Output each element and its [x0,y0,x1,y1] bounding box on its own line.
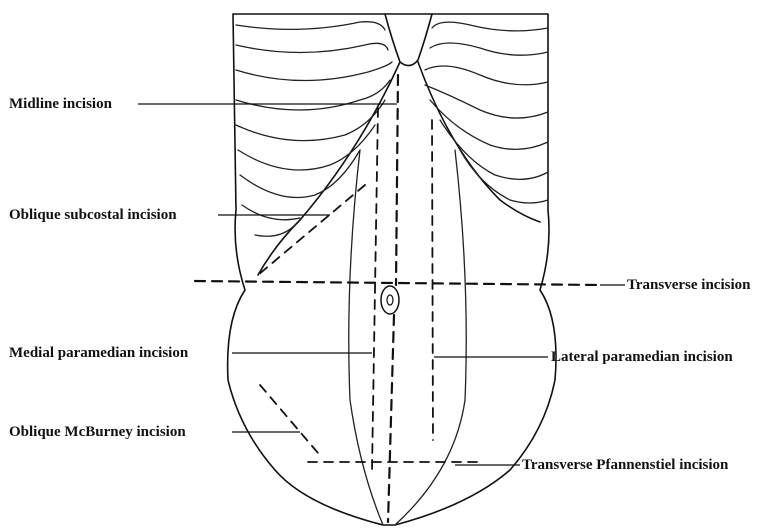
left-rectus-border [349,150,383,525]
label-pfannenstiel-incision: Transverse Pfannenstiel incision [522,458,728,473]
label-oblique-mcburney-incision: Oblique McBurney incision [9,425,186,440]
label-oblique-subcostal-incision: Oblique subcostal incision [9,208,177,223]
right-ribs [425,22,548,203]
label-medial-paramedian-incision: Medial paramedian incision [9,346,188,361]
medial-paramedian-incision-path [372,108,378,470]
umbilicus [381,286,399,314]
torso-outline [228,14,556,525]
lateral-paramedian-incision-path [432,120,433,440]
oblique-mcburney-incision-path [260,385,318,453]
oblique-subcostal-incision-path [258,185,365,275]
label-transverse-incision: Transverse incision [627,278,750,293]
right-costal-margin [418,62,540,222]
transverse-incision-path [195,281,600,285]
right-rectus-border [395,150,466,525]
left-costal-margin [258,62,400,275]
label-lateral-paramedian-incision: Lateral paramedian incision [551,350,733,365]
label-midline-incision: Midline incision [9,97,112,112]
xiphoid-process [385,14,432,66]
